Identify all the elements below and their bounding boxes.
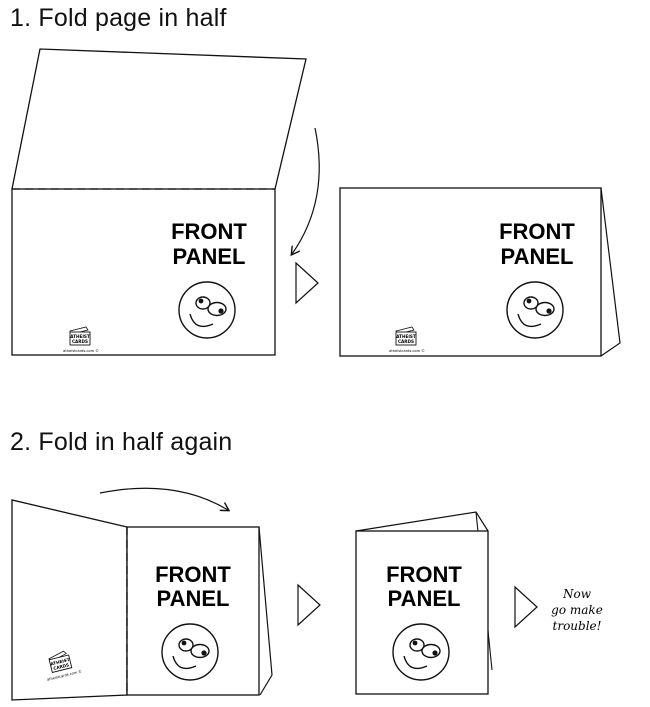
step2-folded-smiley-face-icon [392,623,450,681]
svg-text:PANEL: PANEL [501,244,574,269]
step1-folded-card-logo-icon: ATHEIST CARDS atheistcards.com © [389,326,425,353]
svg-text:FRONT: FRONT [499,219,575,244]
step1-folded-front-label: FRONT PANEL [499,219,575,269]
step-1-title: 1. Fold page in half [10,4,227,32]
svg-text:CARDS: CARDS [53,662,70,671]
svg-text:PANEL: PANEL [157,586,230,611]
svg-text:CARDS: CARDS [72,339,88,344]
logo-site: atheistcards.com © [63,349,99,353]
svg-text:PANEL: PANEL [388,586,461,611]
step1-front-panel-label: FRONT PANEL [171,219,247,269]
step2-triangle-next-arrow-icon [297,584,321,626]
step2-front-panel-label: FRONT PANEL [155,562,231,611]
step1-smiley-face-icon [178,281,236,339]
svg-text:go make: go make [551,603,603,617]
svg-text:ATHEIST: ATHEIST [50,657,70,667]
svg-text:ATHEIST: ATHEIST [396,334,416,339]
step1-folded-card [339,187,621,357]
step2-smiley-face-icon [161,623,219,681]
svg-text:FRONT: FRONT [386,562,462,587]
svg-text:Now: Now [562,587,592,601]
front-label: FRONT [171,219,247,244]
step2-curved-arrow-icon [99,487,228,510]
svg-text:atheistcards.com ©: atheistcards.com © [389,349,425,353]
svg-text:FRONT: FRONT [155,562,231,587]
step1-triangle-next-arrow-icon [295,262,319,304]
panel-label: PANEL [173,244,246,269]
step-2-title: 2. Fold in half again [10,428,233,456]
step1-card-logo-icon: ATHEIST CARDS atheistcards.com © [63,326,99,353]
svg-text:trouble!: trouble! [553,619,602,633]
step1-folded-smiley-face-icon [506,281,564,339]
final-note: Now go make trouble! [551,587,603,633]
step1-curved-arrow-icon [292,127,320,254]
step2-open-card [11,499,273,701]
step2-final-triangle-next-arrow-icon [514,586,538,628]
svg-text:ATHEIST: ATHEIST [70,334,90,339]
step2-folded-front-label: FRONT PANEL [386,562,462,611]
svg-text:CARDS: CARDS [398,339,414,344]
step1-open-page [11,48,307,356]
